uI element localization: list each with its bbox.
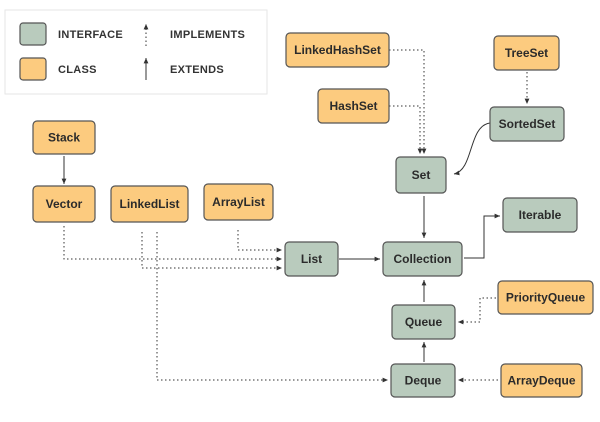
edge-arraylist-list [237,230,282,253]
node-set-label: Set [412,168,431,182]
edge-linkedhashset-set [389,49,427,154]
node-set [395,156,447,194]
node-treeset-label: TreeSet [505,46,548,60]
legend-implements-label: IMPLEMENTS [170,29,245,41]
node-hashset [317,88,390,124]
node-sortedset [489,106,565,142]
node-collection-label: Collection [393,252,451,266]
node-collection [382,241,463,277]
node-vector-label: Vector [46,197,83,211]
node-arraylist-label: ArrayList [212,195,265,209]
node-list [284,241,339,277]
edge-linkedlist-deque [156,232,388,383]
legend-extends-label: EXTENDS [170,64,224,76]
node-arraydeque-label: ArrayDeque [507,374,575,388]
node-queue-label: Queue [405,315,443,329]
edge-sortedset-set [453,122,491,176]
legend-class-label: CLASS [58,64,97,76]
legend-interface-swatch [19,22,47,46]
edge-vector-list [63,226,282,262]
node-deque-label: Deque [405,374,442,388]
edge-hashset-set [389,105,423,154]
node-linkedlist [110,185,189,223]
legend-class-swatch [19,57,47,81]
node-priorityqueue [497,280,594,315]
node-deque [390,363,456,398]
node-sortedset-label: SortedSet [499,117,556,131]
node-priorityqueue-label: PriorityQueue [506,291,586,305]
legend-interface-label: INTERFACE [58,29,123,41]
node-stack [32,120,96,155]
node-arraydeque [500,363,583,398]
node-stack-label: Stack [48,131,80,145]
node-hashset-label: HashSet [329,99,377,113]
node-linkedhashset-label: LinkedHashSet [294,43,381,57]
edge-linkedlist-list [141,232,282,271]
legend-box [4,9,268,95]
node-iterable [502,197,578,233]
legend: INTERFACE CLASS IMPLEMENTS EXTENDS [4,9,268,95]
node-iterable-label: Iterable [519,208,562,222]
node-vector [32,185,96,223]
edge-collection-iterable [464,213,500,259]
node-list-label: List [301,252,322,266]
nodes: LinkedHashSet HashSet TreeSet SortedSet … [32,32,594,398]
node-queue [391,304,456,340]
node-treeset [493,35,560,71]
node-arraylist [203,183,274,221]
node-linkedhashset [285,32,390,68]
node-linkedlist-label: LinkedList [119,197,179,211]
edge-priorityqueue-queue [458,297,496,325]
edges [61,49,530,383]
